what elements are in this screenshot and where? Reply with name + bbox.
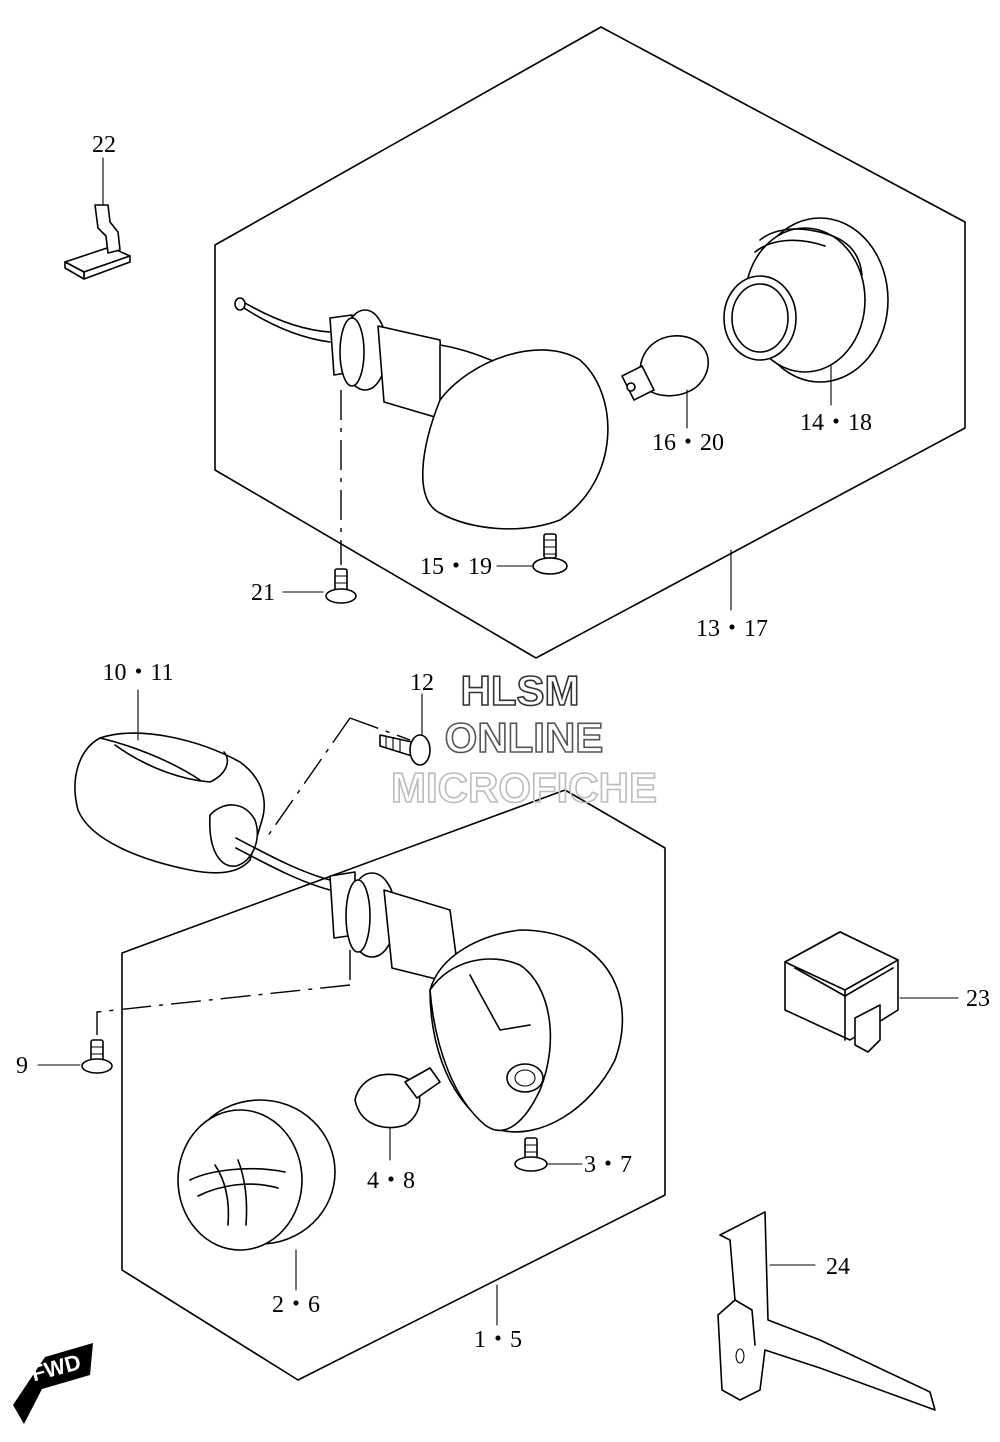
callout-4-8: 4・8: [367, 1168, 415, 1194]
part-22-clamp: [64, 157, 131, 280]
part-15-19-screw: [496, 533, 568, 575]
callout-22: 22: [92, 132, 116, 158]
callout-14-18: 14・18: [800, 410, 872, 436]
part-12-bolt: [264, 693, 431, 841]
part-24-bracket: [717, 1211, 936, 1411]
part-10-11-cover: [74, 689, 265, 874]
callout-labels: 22 14・18 16・20 15・19 21 13・17 10・11 12 2…: [16, 132, 990, 1353]
callout-21: 21: [251, 580, 275, 606]
watermark-line-2: ONLINE: [445, 714, 604, 761]
part-16-20-bulb: [621, 335, 709, 429]
watermark: HLSM ONLINE MICROFICHE: [390, 666, 658, 812]
callout-24: 24: [826, 1254, 850, 1280]
callout-23: 23: [966, 986, 990, 1012]
callout-13-17: 13・17: [696, 616, 768, 642]
rear-turn-signal-assembly-box: [214, 26, 966, 659]
watermark-line-1: HLSM: [461, 667, 580, 714]
part-9-screw: [37, 1039, 113, 1074]
callout-16-20: 16・20: [652, 430, 724, 456]
part-2-6-lens: [177, 1099, 336, 1291]
part-14-18-lens: [723, 217, 889, 406]
part-13-17-rear-signal-body: [234, 297, 609, 530]
callout-10-11: 10・11: [102, 660, 173, 686]
callout-2-6: 2・6: [272, 1292, 320, 1318]
part-4-8-bulb: [354, 1067, 441, 1161]
part-21-screw: [282, 390, 357, 604]
part-1-5-front-signal-body: [96, 871, 624, 1133]
front-turn-signal-assembly-box: [121, 789, 666, 1381]
part-3-7-screw: [514, 1137, 583, 1172]
callout-15-19: 15・19: [420, 554, 492, 580]
fwd-direction-badge: FWD: [13, 1343, 93, 1424]
callout-9: 9: [16, 1053, 28, 1079]
front-signal-wire: [235, 837, 331, 891]
watermark-line-3: MICROFICHE: [391, 764, 657, 811]
callout-12: 12: [410, 670, 434, 696]
callout-1-5: 1・5: [474, 1327, 522, 1353]
callout-3-7: 3・7: [584, 1152, 632, 1178]
part-23-relay: [784, 931, 959, 1053]
